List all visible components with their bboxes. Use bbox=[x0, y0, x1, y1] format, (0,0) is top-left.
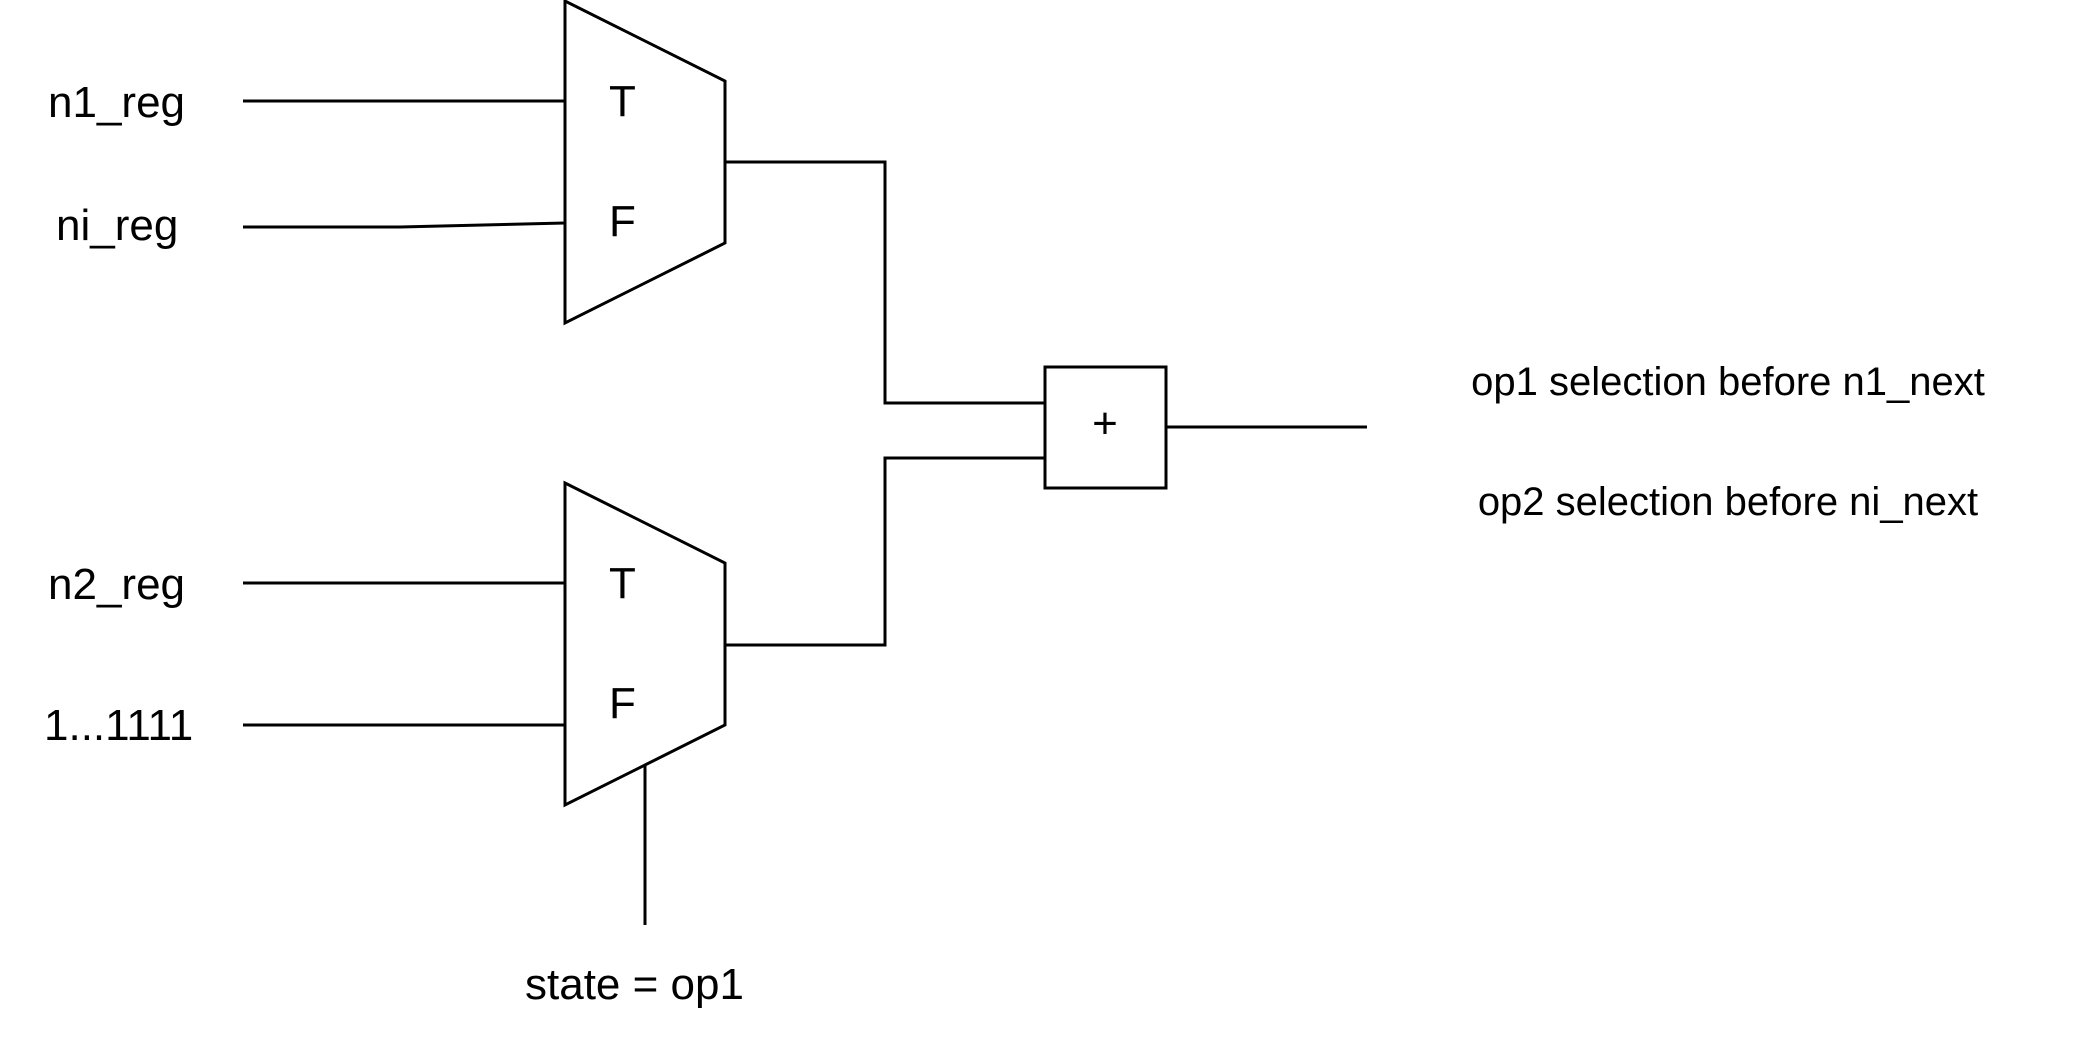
input-label-all-ones: 1...1111 bbox=[44, 701, 193, 750]
top-mux-false-label: F bbox=[609, 197, 636, 246]
top-mux-true-label: T bbox=[609, 77, 636, 126]
adder-operator: + bbox=[1092, 399, 1118, 448]
bottom-mux: T F bbox=[563, 480, 727, 808]
bottom-mux-false-label: F bbox=[609, 679, 636, 728]
output-label-op1: op1 selection before n1_next bbox=[1471, 360, 1985, 404]
select-signal-label: state = op1 bbox=[525, 960, 744, 1009]
input-label-ni-reg: ni_reg bbox=[56, 201, 178, 250]
wire-top-mux-to-adder bbox=[725, 160, 1045, 405]
top-mux-body bbox=[563, 0, 727, 326]
wire-ni-reg bbox=[243, 221, 566, 229]
adder: + bbox=[1043, 365, 1168, 490]
bottom-mux-true-label: T bbox=[609, 559, 636, 608]
top-mux: T F bbox=[563, 0, 727, 326]
adder-box bbox=[1043, 365, 1168, 490]
bottom-mux-body bbox=[563, 480, 727, 808]
input-label-n2-reg: n2_reg bbox=[48, 560, 185, 609]
input-label-n1-reg: n1_reg bbox=[48, 78, 185, 127]
wire-bottom-mux-to-adder bbox=[725, 456, 1045, 647]
output-label-op2: op2 selection before ni_next bbox=[1478, 480, 1978, 524]
